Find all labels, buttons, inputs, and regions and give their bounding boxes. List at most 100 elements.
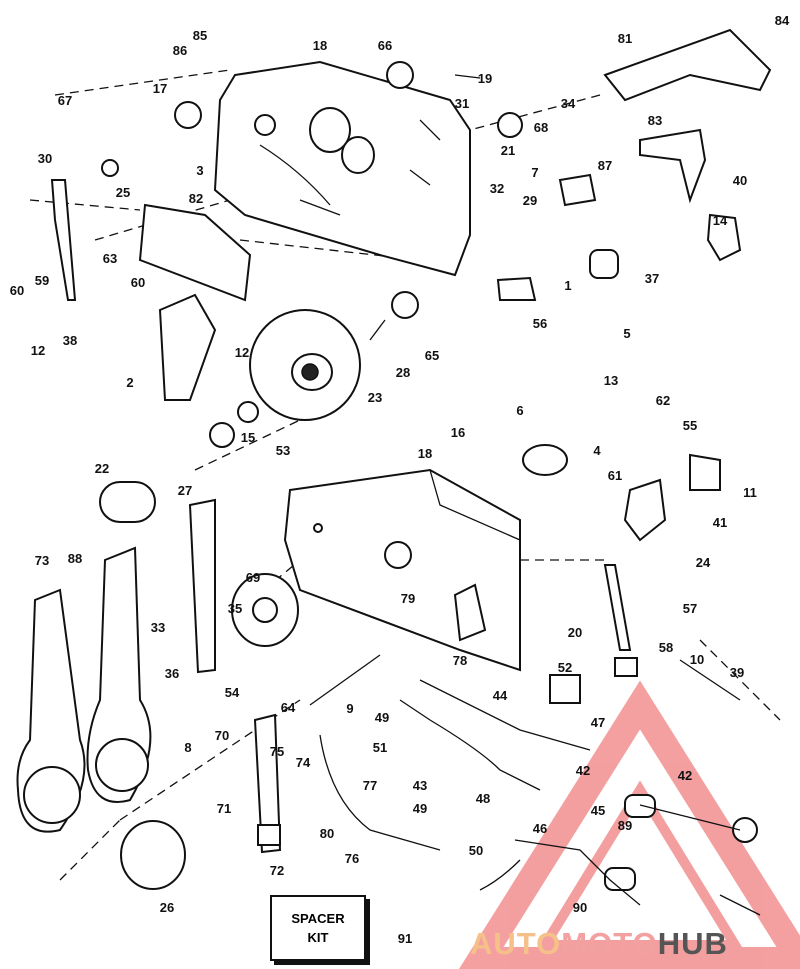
part-label-13: 13	[604, 373, 618, 388]
part-label-53: 53	[276, 443, 290, 458]
spacer-kit-line1: SPACER	[291, 911, 345, 926]
part-label-84: 84	[775, 13, 790, 28]
part-label-72: 72	[270, 863, 284, 878]
part-label-26: 26	[160, 900, 174, 915]
part-label-69: 69	[246, 570, 260, 585]
part-label-36: 36	[165, 666, 179, 681]
part-label-83: 83	[648, 113, 662, 128]
part-label-47: 47	[591, 715, 605, 730]
part-label-18: 18	[418, 446, 432, 461]
part-label-70: 70	[215, 728, 229, 743]
part-label-27: 27	[178, 483, 192, 498]
part-label-45: 45	[591, 803, 605, 818]
upper-housing	[213, 60, 471, 277]
spacer-kit-line2: KIT	[307, 930, 329, 945]
part-label-60: 60	[10, 283, 24, 298]
part-label-62: 62	[656, 393, 670, 408]
part-label-31: 31	[455, 96, 469, 111]
part-label-49: 49	[375, 710, 389, 725]
part-label-48: 48	[476, 791, 490, 806]
part-label-40: 40	[733, 173, 747, 188]
part-label-89: 89	[618, 818, 632, 833]
throttle-arm	[603, 28, 772, 102]
part-label-4: 4	[593, 443, 601, 458]
spacer-kit-box: SPACER KIT	[270, 895, 366, 961]
part-label-42: 42	[576, 763, 590, 778]
part-label-65: 65	[425, 348, 439, 363]
part-label-81: 81	[618, 31, 632, 46]
part-label-32: 32	[490, 181, 504, 196]
part-label-25: 25	[116, 185, 130, 200]
part-label-35: 35	[228, 601, 242, 616]
part-label-87: 87	[598, 158, 612, 173]
part-label-19: 19	[478, 71, 492, 86]
part-label-14: 14	[713, 213, 728, 228]
part-label-46: 46	[533, 821, 547, 836]
part-label-79: 79	[401, 591, 415, 606]
part-label-64: 64	[281, 700, 296, 715]
part-label-91: 91	[398, 931, 412, 946]
part-label-37: 37	[645, 271, 659, 286]
part-label-56: 56	[533, 316, 547, 331]
part-label-71: 71	[217, 801, 231, 816]
part-label-67: 67	[58, 93, 72, 108]
part-label-68: 68	[534, 120, 548, 135]
part-label-12: 12	[235, 345, 249, 360]
gear-assembly	[249, 309, 361, 421]
part-label-22: 22	[95, 461, 109, 476]
part-label-58: 58	[659, 640, 673, 655]
part-label-18: 18	[313, 38, 327, 53]
part-label-23: 23	[368, 390, 382, 405]
handle-assemblies	[16, 481, 216, 890]
part-label-51: 51	[373, 740, 387, 755]
small-parts	[101, 61, 758, 891]
part-label-82: 82	[189, 191, 203, 206]
part-label-43: 43	[413, 778, 427, 793]
part-label-11: 11	[743, 485, 757, 500]
part-label-8: 8	[184, 740, 191, 755]
watermark-part3: HUB	[657, 926, 728, 961]
part-label-39: 39	[730, 665, 744, 680]
part-label-50: 50	[469, 843, 483, 858]
part-label-85: 85	[193, 28, 207, 43]
watermark-logo	[459, 680, 800, 969]
part-label-16: 16	[451, 425, 465, 440]
part-label-7: 7	[531, 165, 538, 180]
part-label-28: 28	[396, 365, 410, 380]
part-label-6: 6	[516, 403, 523, 418]
part-label-5: 5	[623, 326, 630, 341]
part-label-57: 57	[683, 601, 697, 616]
part-label-15: 15	[241, 430, 255, 445]
part-label-75: 75	[270, 744, 284, 759]
part-label-9: 9	[346, 701, 353, 716]
part-label-80: 80	[320, 826, 334, 841]
part-label-24: 24	[696, 555, 711, 570]
part-label-55: 55	[683, 418, 697, 433]
part-label-66: 66	[378, 38, 392, 53]
mounting-plate	[138, 203, 252, 302]
part-label-76: 76	[345, 851, 359, 866]
watermark-text: AUTOMOTOHUB	[470, 928, 728, 959]
watermark-part2: MOTO	[561, 926, 658, 961]
part-label-74: 74	[296, 755, 311, 770]
part-label-90: 90	[573, 900, 587, 915]
part-label-3: 3	[196, 163, 203, 178]
part-label-30: 30	[38, 151, 52, 166]
part-label-29: 29	[523, 193, 537, 208]
watermark-part1: AUTO	[470, 926, 562, 961]
part-label-2: 2	[126, 375, 133, 390]
part-label-86: 86	[173, 43, 187, 58]
part-label-42: 42	[678, 768, 692, 783]
part-label-17: 17	[153, 81, 167, 96]
part-label-12: 12	[31, 343, 45, 358]
lower-housing	[283, 468, 521, 672]
part-label-63: 63	[103, 251, 117, 266]
part-label-34: 34	[561, 96, 576, 111]
part-label-59: 59	[35, 273, 49, 288]
part-label-88: 88	[68, 551, 82, 566]
lever-arm	[50, 179, 77, 301]
wiring-harness	[309, 74, 761, 916]
